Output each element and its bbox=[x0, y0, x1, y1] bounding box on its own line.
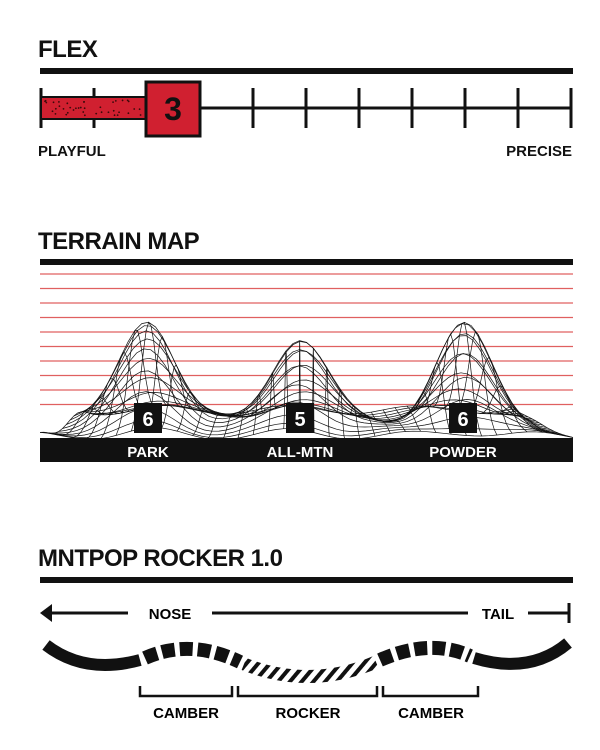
flex-fill-speckle bbox=[122, 100, 124, 102]
flex-fill-speckle bbox=[95, 113, 97, 115]
nose-section bbox=[46, 645, 140, 665]
flex-fill-speckle bbox=[45, 102, 47, 104]
flex-title: FLEX bbox=[38, 36, 97, 64]
terrain-rating: 5 bbox=[294, 409, 305, 431]
mesh-line bbox=[478, 386, 528, 432]
flex-fill-speckle bbox=[108, 111, 110, 113]
flex-fill-speckle bbox=[65, 114, 67, 116]
flex-fill-speckle bbox=[117, 114, 119, 116]
profile-title: MNTPOP ROCKER 1.0 bbox=[38, 545, 282, 573]
flex-fill-speckle bbox=[83, 101, 85, 103]
terrain-rating: 6 bbox=[142, 409, 153, 431]
flex-fill-speckle bbox=[133, 108, 135, 110]
segment-label: CAMBER bbox=[153, 705, 219, 722]
flex-fill-speckle bbox=[112, 101, 114, 103]
flex-fill-speckle bbox=[63, 108, 65, 110]
rocker-profile: NOSE TAIL CAMBER ROCKER CAMBER bbox=[0, 590, 600, 740]
terrain-title: TERRAIN MAP bbox=[38, 228, 199, 256]
flex-fill-speckle bbox=[139, 108, 141, 110]
flex-fill-speckle bbox=[67, 112, 69, 114]
flex-fill-speckle bbox=[118, 111, 120, 113]
flex-fill-speckle bbox=[99, 106, 101, 108]
segment-label: ROCKER bbox=[275, 705, 340, 722]
flex-scale: 3 bbox=[0, 80, 600, 140]
flex-fill-speckle bbox=[128, 101, 130, 103]
camber-section-nose bbox=[145, 649, 240, 662]
mesh-line bbox=[40, 412, 100, 433]
flex-fill-speckle bbox=[78, 107, 80, 109]
terrain-zone-label: PARK bbox=[127, 444, 169, 461]
segment-label: CAMBER bbox=[398, 705, 464, 722]
flex-fill-speckle bbox=[73, 109, 75, 111]
flex-fill-speckle bbox=[101, 111, 103, 113]
flex-fill-speckle bbox=[84, 107, 86, 109]
terrain-rating: 6 bbox=[457, 409, 468, 431]
flex-fill-speckle bbox=[80, 107, 82, 109]
segment-brackets bbox=[140, 686, 478, 696]
flex-fill-speckle bbox=[58, 101, 60, 103]
flex-fill-speckle bbox=[59, 105, 61, 107]
mesh-line bbox=[324, 368, 329, 437]
flex-fill-speckle bbox=[127, 112, 129, 114]
camber-section-tail bbox=[380, 648, 470, 660]
flex-fill-speckle bbox=[69, 107, 71, 109]
flex-fill-speckle bbox=[84, 114, 86, 116]
nose-label: NOSE bbox=[149, 606, 192, 623]
flex-fill-speckle bbox=[114, 114, 116, 116]
flex-fill-speckle bbox=[52, 110, 54, 112]
flex-fill-speckle bbox=[66, 102, 68, 104]
flex-fill-speckle bbox=[82, 111, 84, 113]
flex-min-label: PLAYFUL bbox=[38, 143, 106, 160]
flex-value-label: 3 bbox=[164, 91, 182, 127]
flex-fill-speckle bbox=[44, 100, 46, 102]
flex-fill-speckle bbox=[115, 100, 117, 102]
terrain-zone-label: POWDER bbox=[429, 444, 497, 461]
tail-section bbox=[474, 643, 568, 664]
flex-rule bbox=[40, 68, 573, 74]
tail-label: TAIL bbox=[482, 606, 514, 623]
flex-fill-speckle bbox=[113, 110, 115, 112]
flex-fill-speckle bbox=[140, 114, 142, 116]
flex-fill-speckle bbox=[55, 113, 57, 115]
rocker-section bbox=[244, 662, 376, 677]
flex-max-label: PRECISE bbox=[506, 143, 572, 160]
terrain-zone-label: ALL-MTN bbox=[267, 444, 334, 461]
terrain-map: 6PARK 5ALL-MTN 6POWDER bbox=[0, 260, 600, 470]
mesh-line bbox=[513, 409, 573, 438]
flex-fill-speckle bbox=[53, 101, 55, 103]
arrow-left-icon bbox=[40, 604, 52, 622]
flex-fill-speckle bbox=[75, 107, 77, 109]
mesh-line bbox=[348, 406, 360, 439]
flex-fill-speckle bbox=[55, 108, 57, 110]
profile-rule bbox=[40, 577, 573, 583]
flex-fill bbox=[41, 97, 146, 119]
